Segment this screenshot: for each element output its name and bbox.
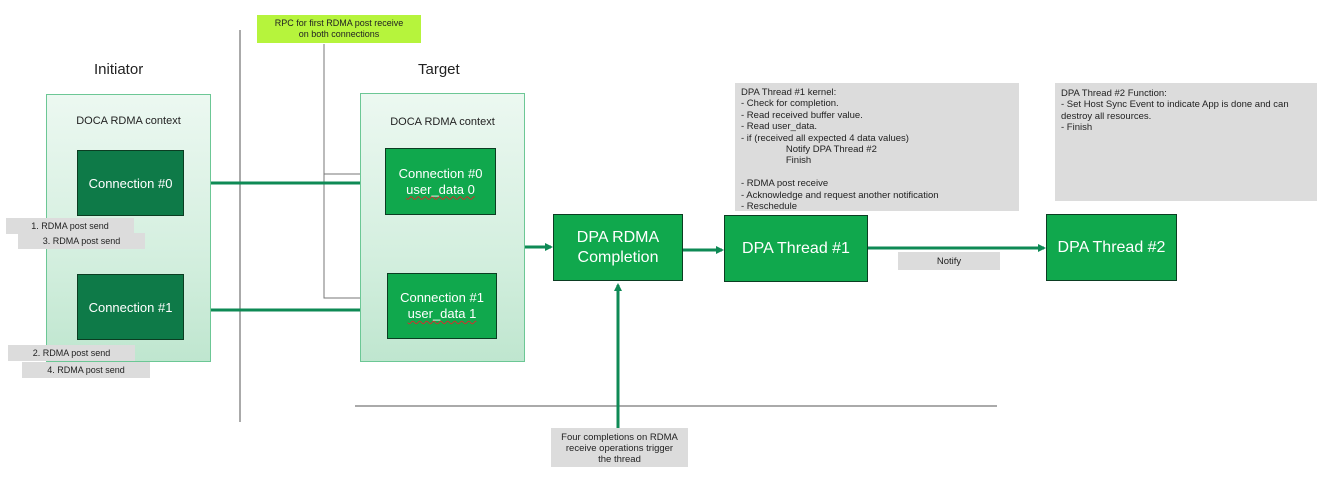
post-send-3: 3. RDMA post send — [18, 233, 145, 249]
note-line: - Reschedule — [741, 201, 797, 213]
target-connection-0-title: Connection #0 — [398, 165, 483, 181]
target-connection-0-user-data: user_data 0 — [406, 181, 475, 197]
note-line: - Check for completion. — [741, 98, 839, 110]
target-context-label: DOCA RDMA context — [390, 116, 495, 128]
target-heading: Target — [418, 61, 460, 78]
notify-label: Notify — [898, 252, 1000, 270]
thread1-kernel-note: DPA Thread #1 kernel: - Check for comple… — [735, 83, 1019, 213]
note-line: - Read user_data. — [741, 121, 818, 133]
dpa-thread-1-label: DPA Thread #1 — [742, 239, 850, 257]
note-line: Finish — [741, 155, 812, 167]
note-line: destroy all resources. — [1061, 110, 1152, 122]
rpc-note-line: RPC for first RDMA post receive — [274, 18, 404, 28]
note-line: ​ — [741, 167, 1013, 178]
note-line: Notify DPA Thread #2 — [741, 144, 877, 156]
note-line: receive operations trigger — [565, 443, 674, 454]
note-line: - Finish — [1061, 122, 1093, 134]
target-connection-1-user-data: user_data 1 — [407, 306, 477, 321]
note-line: DPA Thread #2 Function: — [1061, 88, 1167, 99]
initiator-connection-0-label: Connection #0 — [88, 175, 173, 191]
note-line: the thread — [598, 454, 641, 465]
note-line: Four completions on RDMA — [561, 432, 678, 443]
initiator-heading: Initiator — [94, 61, 144, 78]
initiator-connection-1[interactable]: Connection #1 — [77, 274, 184, 340]
post-send-2: 2. RDMA post send — [8, 345, 135, 361]
post-send-1: 1. RDMA post send — [6, 218, 134, 234]
target-connection-1-title: Connection #1 — [400, 290, 484, 305]
initiator-connection-1-label: Connection #1 — [88, 299, 173, 315]
note-line: DPA Thread #1 kernel: — [741, 87, 837, 98]
dpa-thread-1[interactable]: DPA Thread #1 — [724, 215, 868, 282]
dpa-rdma-completion[interactable]: DPA RDMA Completion — [553, 214, 683, 281]
dpa-thread-2[interactable]: DPA Thread #2 — [1046, 214, 1177, 281]
completions-trigger-note: Four completions on RDMA receive operati… — [551, 428, 688, 467]
note-line: - Set Host Sync Event to indicate App is… — [1061, 99, 1289, 111]
dpa-thread-2-label: DPA Thread #2 — [1057, 238, 1166, 256]
completion-line: Completion — [577, 248, 659, 266]
note-line: - if (received all expected 4 data value… — [741, 132, 909, 144]
initiator-context-label: DOCA RDMA context — [76, 115, 181, 127]
target-connection-1[interactable]: Connection #1 user_data 1 — [387, 273, 497, 339]
rpc-note-line: on both connections — [298, 29, 380, 39]
note-line: - RDMA post receive — [741, 178, 829, 190]
target-connection-0[interactable]: Connection #0 user_data 0 — [385, 148, 496, 215]
note-line: - Acknowledge and request another notifi… — [741, 189, 939, 201]
thread2-function-note: DPA Thread #2 Function: - Set Host Sync … — [1055, 83, 1317, 201]
completion-line: DPA RDMA — [576, 228, 660, 246]
initiator-connection-0[interactable]: Connection #0 — [77, 150, 184, 216]
post-send-4: 4. RDMA post send — [22, 362, 150, 378]
rpc-note: RPC for first RDMA post receive on both … — [257, 15, 421, 43]
note-line: - Read received buffer value. — [741, 109, 863, 121]
